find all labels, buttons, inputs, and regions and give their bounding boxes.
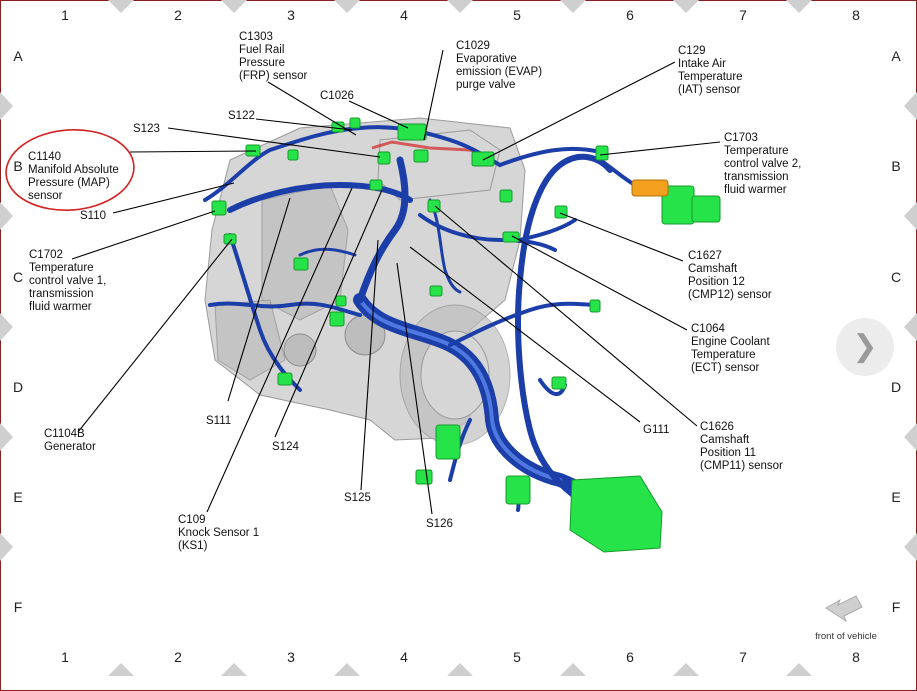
label-s126: S126	[426, 518, 453, 530]
grid-row-left-e: E	[13, 489, 22, 505]
label-c109: C109 Knock Sensor 1 (KS1)	[178, 514, 262, 552]
grid-labels: 1 2 3 4 5 6 7 8 1 2 3 4 5 6 7 8 A B C D …	[13, 7, 901, 665]
grid-row-left-d: D	[13, 379, 23, 395]
grid-row-right-a: A	[891, 48, 901, 64]
grid-row-left-a: A	[13, 48, 23, 64]
grid-marker-bottom-4	[447, 663, 473, 676]
grid-marker-bottom-7	[786, 663, 812, 676]
grid-row-right-c: C	[891, 269, 901, 285]
label-s122: S122	[228, 110, 255, 122]
grid-col-top-1: 1	[61, 7, 69, 23]
grid-marker-bottom-5	[560, 663, 586, 676]
grid-marker-top-3	[334, 0, 360, 13]
grid-col-top-7: 7	[739, 7, 747, 23]
component-labels: C1303 Fuel Rail Pressure (FRP) sensor C1…	[28, 31, 805, 552]
grid-col-top-6: 6	[626, 7, 634, 23]
grid-marker-top-7	[786, 0, 812, 13]
label-c1140: C1140 Manifold Absolute Pressure (MAP) s…	[28, 151, 122, 202]
grid-col-top-4: 4	[400, 7, 408, 23]
grid-marker-bottom-2	[221, 663, 247, 676]
grid-col-top-8: 8	[852, 7, 860, 23]
grid-marker-right-4	[904, 423, 917, 451]
grid-row-right-e: E	[891, 489, 900, 505]
front-of-vehicle-label: front of vehicle	[815, 631, 877, 642]
label-c1029: C1029 Evaporative emission (EVAP) purge …	[456, 40, 545, 91]
grid-col-bottom-1: 1	[61, 649, 69, 665]
grid-row-right-d: D	[891, 379, 901, 395]
grid-marker-top-4	[447, 0, 473, 13]
grid-marker-top-2	[221, 0, 247, 13]
grid-marker-right-5	[904, 533, 917, 561]
grid-row-left-b: B	[13, 158, 22, 174]
label-c1026: C1026	[320, 90, 354, 102]
arrow-up-left-icon	[825, 595, 863, 623]
grid-marker-left-1	[0, 92, 13, 120]
highlight-circle	[5, 129, 135, 211]
label-g111: G111	[643, 424, 669, 436]
label-s111: S111	[206, 415, 231, 427]
grid-col-bottom-4: 4	[400, 649, 408, 665]
grid-marker-right-1	[904, 92, 917, 120]
front-of-vehicle-indicator: front of vehicle	[815, 595, 877, 642]
grid-marker-bottom-3	[334, 663, 360, 676]
grid-row-right-b: B	[891, 158, 900, 174]
label-c1627: C1627 Camshaft Position 12 (CMP12) senso…	[688, 250, 772, 301]
label-s124: S124	[272, 441, 299, 453]
grid-marker-top-5	[560, 0, 586, 13]
label-c1703: C1703 Temperature control valve 2, trans…	[724, 132, 805, 196]
callout-lines	[71, 49, 721, 515]
grid-col-bottom-8: 8	[852, 649, 860, 665]
grid-marker-left-5	[0, 533, 13, 561]
label-s110: S110	[80, 210, 106, 222]
grid-col-bottom-5: 5	[513, 649, 521, 665]
grid-marker-top-1	[108, 0, 134, 13]
grid-marker-bottom-1	[108, 663, 134, 676]
grid-marker-right-3	[904, 313, 917, 341]
grid-col-top-2: 2	[174, 7, 182, 23]
label-s125: S125	[344, 492, 371, 504]
next-page-button[interactable]: ❯	[836, 318, 894, 376]
grid-marker-left-4	[0, 423, 13, 451]
grid-marker-left-2	[0, 202, 13, 230]
grid-col-bottom-6: 6	[626, 649, 634, 665]
grid-col-top-3: 3	[287, 7, 295, 23]
label-c1702: C1702 Temperature control valve 1, trans…	[29, 249, 110, 313]
label-c1626: C1626 Camshaft Position 11 (CMP11) senso…	[700, 421, 783, 472]
grid-marker-bottom-6	[673, 663, 699, 676]
label-c1064: C1064 Engine Coolant Temperature (ECT) s…	[691, 323, 773, 374]
label-s123: S123	[133, 123, 160, 135]
grid-marker-left-3	[0, 313, 13, 341]
grid-col-bottom-2: 2	[174, 649, 182, 665]
grid-marker-right-2	[904, 202, 917, 230]
label-c129: C129 Intake Air Temperature (IAT) sensor	[678, 45, 746, 96]
grid-col-bottom-3: 3	[287, 649, 295, 665]
chevron-right-icon: ❯	[852, 329, 878, 364]
grid-col-top-5: 5	[513, 7, 521, 23]
grid-row-left-c: C	[13, 269, 23, 285]
grid-border-markers	[0, 0, 917, 676]
grid-col-bottom-7: 7	[739, 649, 747, 665]
grid-row-left-f: F	[14, 599, 23, 615]
label-c1303: C1303 Fuel Rail Pressure (FRP) sensor	[239, 31, 308, 82]
grid-row-right-f: F	[892, 599, 901, 615]
grid-marker-top-6	[673, 0, 699, 13]
label-c1104b: C1104B Generator	[44, 428, 96, 453]
connectors	[211, 117, 721, 553]
